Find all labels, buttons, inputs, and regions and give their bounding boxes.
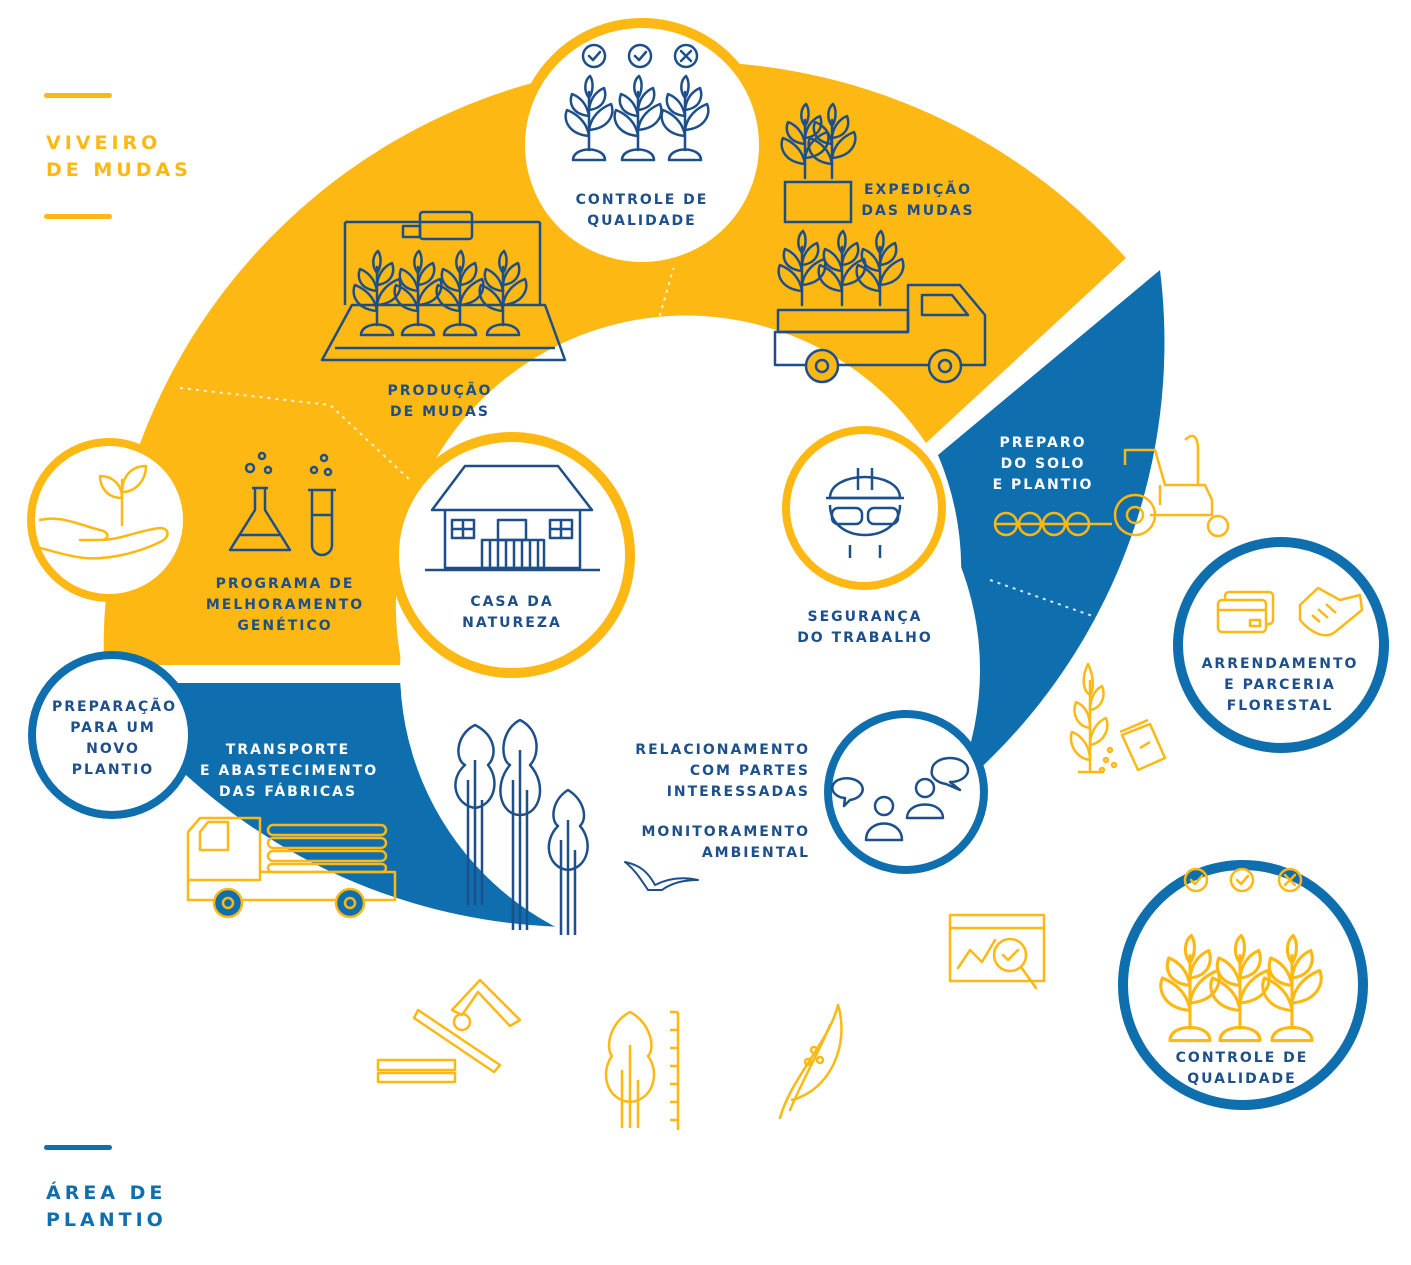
truck-logs-icon [186,816,397,919]
stakeholders-icon [831,756,970,842]
label-relacionamento: RELACIONAMENTO COM PARTES INTERESSADAS [635,742,810,800]
label-expedicao: EXPEDIÇÃO DAS MUDAS [861,182,975,219]
seguranca-circle [782,426,946,590]
arrendamento-circle [1173,537,1389,753]
viveiro-top-rule [44,93,112,98]
harvester-icon [376,978,522,1084]
viveiro-title: VIVEIRO DE MUDAS [46,132,192,181]
truck-seedlings-icon [773,229,987,384]
trees-icon [454,718,589,935]
label-monitoramento-nutricional: MONITORAMENTO NUTRICIONAL [918,1019,1087,1056]
contract-handshake-icon [1216,586,1364,637]
label-seguranca: SEGURANÇA DO TRABALHO [797,609,933,646]
quality-control-top-circle [515,18,769,272]
label-casa: CASA DA NATUREZA [462,594,562,631]
label-arrendamento: ARRENDAMENTO E PARCERIA FLORESTAL [1201,656,1359,714]
worker-helmet-icon [826,468,904,558]
tractor-icon [993,434,1230,538]
preparacao-circle [28,651,196,819]
house-icon [425,464,600,572]
label-controle-qualidade-top: CONTROLE DE QUALIDADE [575,192,709,229]
nursery-ring-segment [103,61,1126,665]
quality-control-right-circle [1118,860,1368,1110]
greenhouse-icon [320,210,567,362]
label-colheita: COLHEITA [376,1101,470,1117]
label-transporte: TRANSPORTE E ABASTECIMENTO DAS FÁBRICAS [200,742,379,800]
label-programa: PROGRAMA DE MELHORAMENTO GENÉTICO [205,576,365,634]
relacionamento-circle [824,710,988,874]
label-inventario: INVENTÁRIO FLORESTAL [586,1155,704,1192]
bird-icon [624,861,699,891]
fertilizer-icon [1069,662,1167,774]
hand-plant-icon [38,464,169,560]
label-preparacao: PREPARAÇÃO PARA UM NOVO PLANTIO [52,699,178,778]
separators [179,244,1206,1263]
nutrition-monitor-icon [948,913,1046,990]
tree-ruler-icon [604,1010,680,1130]
label-controle-qualidade-right: CONTROLE DE QUALIDADE [1175,1050,1309,1087]
viveiro-bottom-rule [44,214,112,219]
label-preparo: PREPARO DO SOLO E PLANTIO [992,435,1094,493]
label-adubacoes: ADUBAÇÕES DE COBERTURA [1069,789,1215,826]
label-producao: PRODUÇÃO DE MUDAS [387,383,493,420]
leaf-icon [778,1003,843,1120]
plantio-top-rule [44,1145,112,1150]
hand-plant-circle [27,438,191,602]
casa-natureza-circle [389,432,635,678]
seedling-box-icon [780,102,857,224]
plantio-title: ÁREA DE PLANTIO [46,1182,167,1231]
label-monitoramento-ambiental: MONITORAMENTO AMBIENTAL [641,824,810,861]
lab-flask-icon [228,451,336,557]
label-sanidade: SANIDADE FLORESTAL [778,1134,886,1171]
